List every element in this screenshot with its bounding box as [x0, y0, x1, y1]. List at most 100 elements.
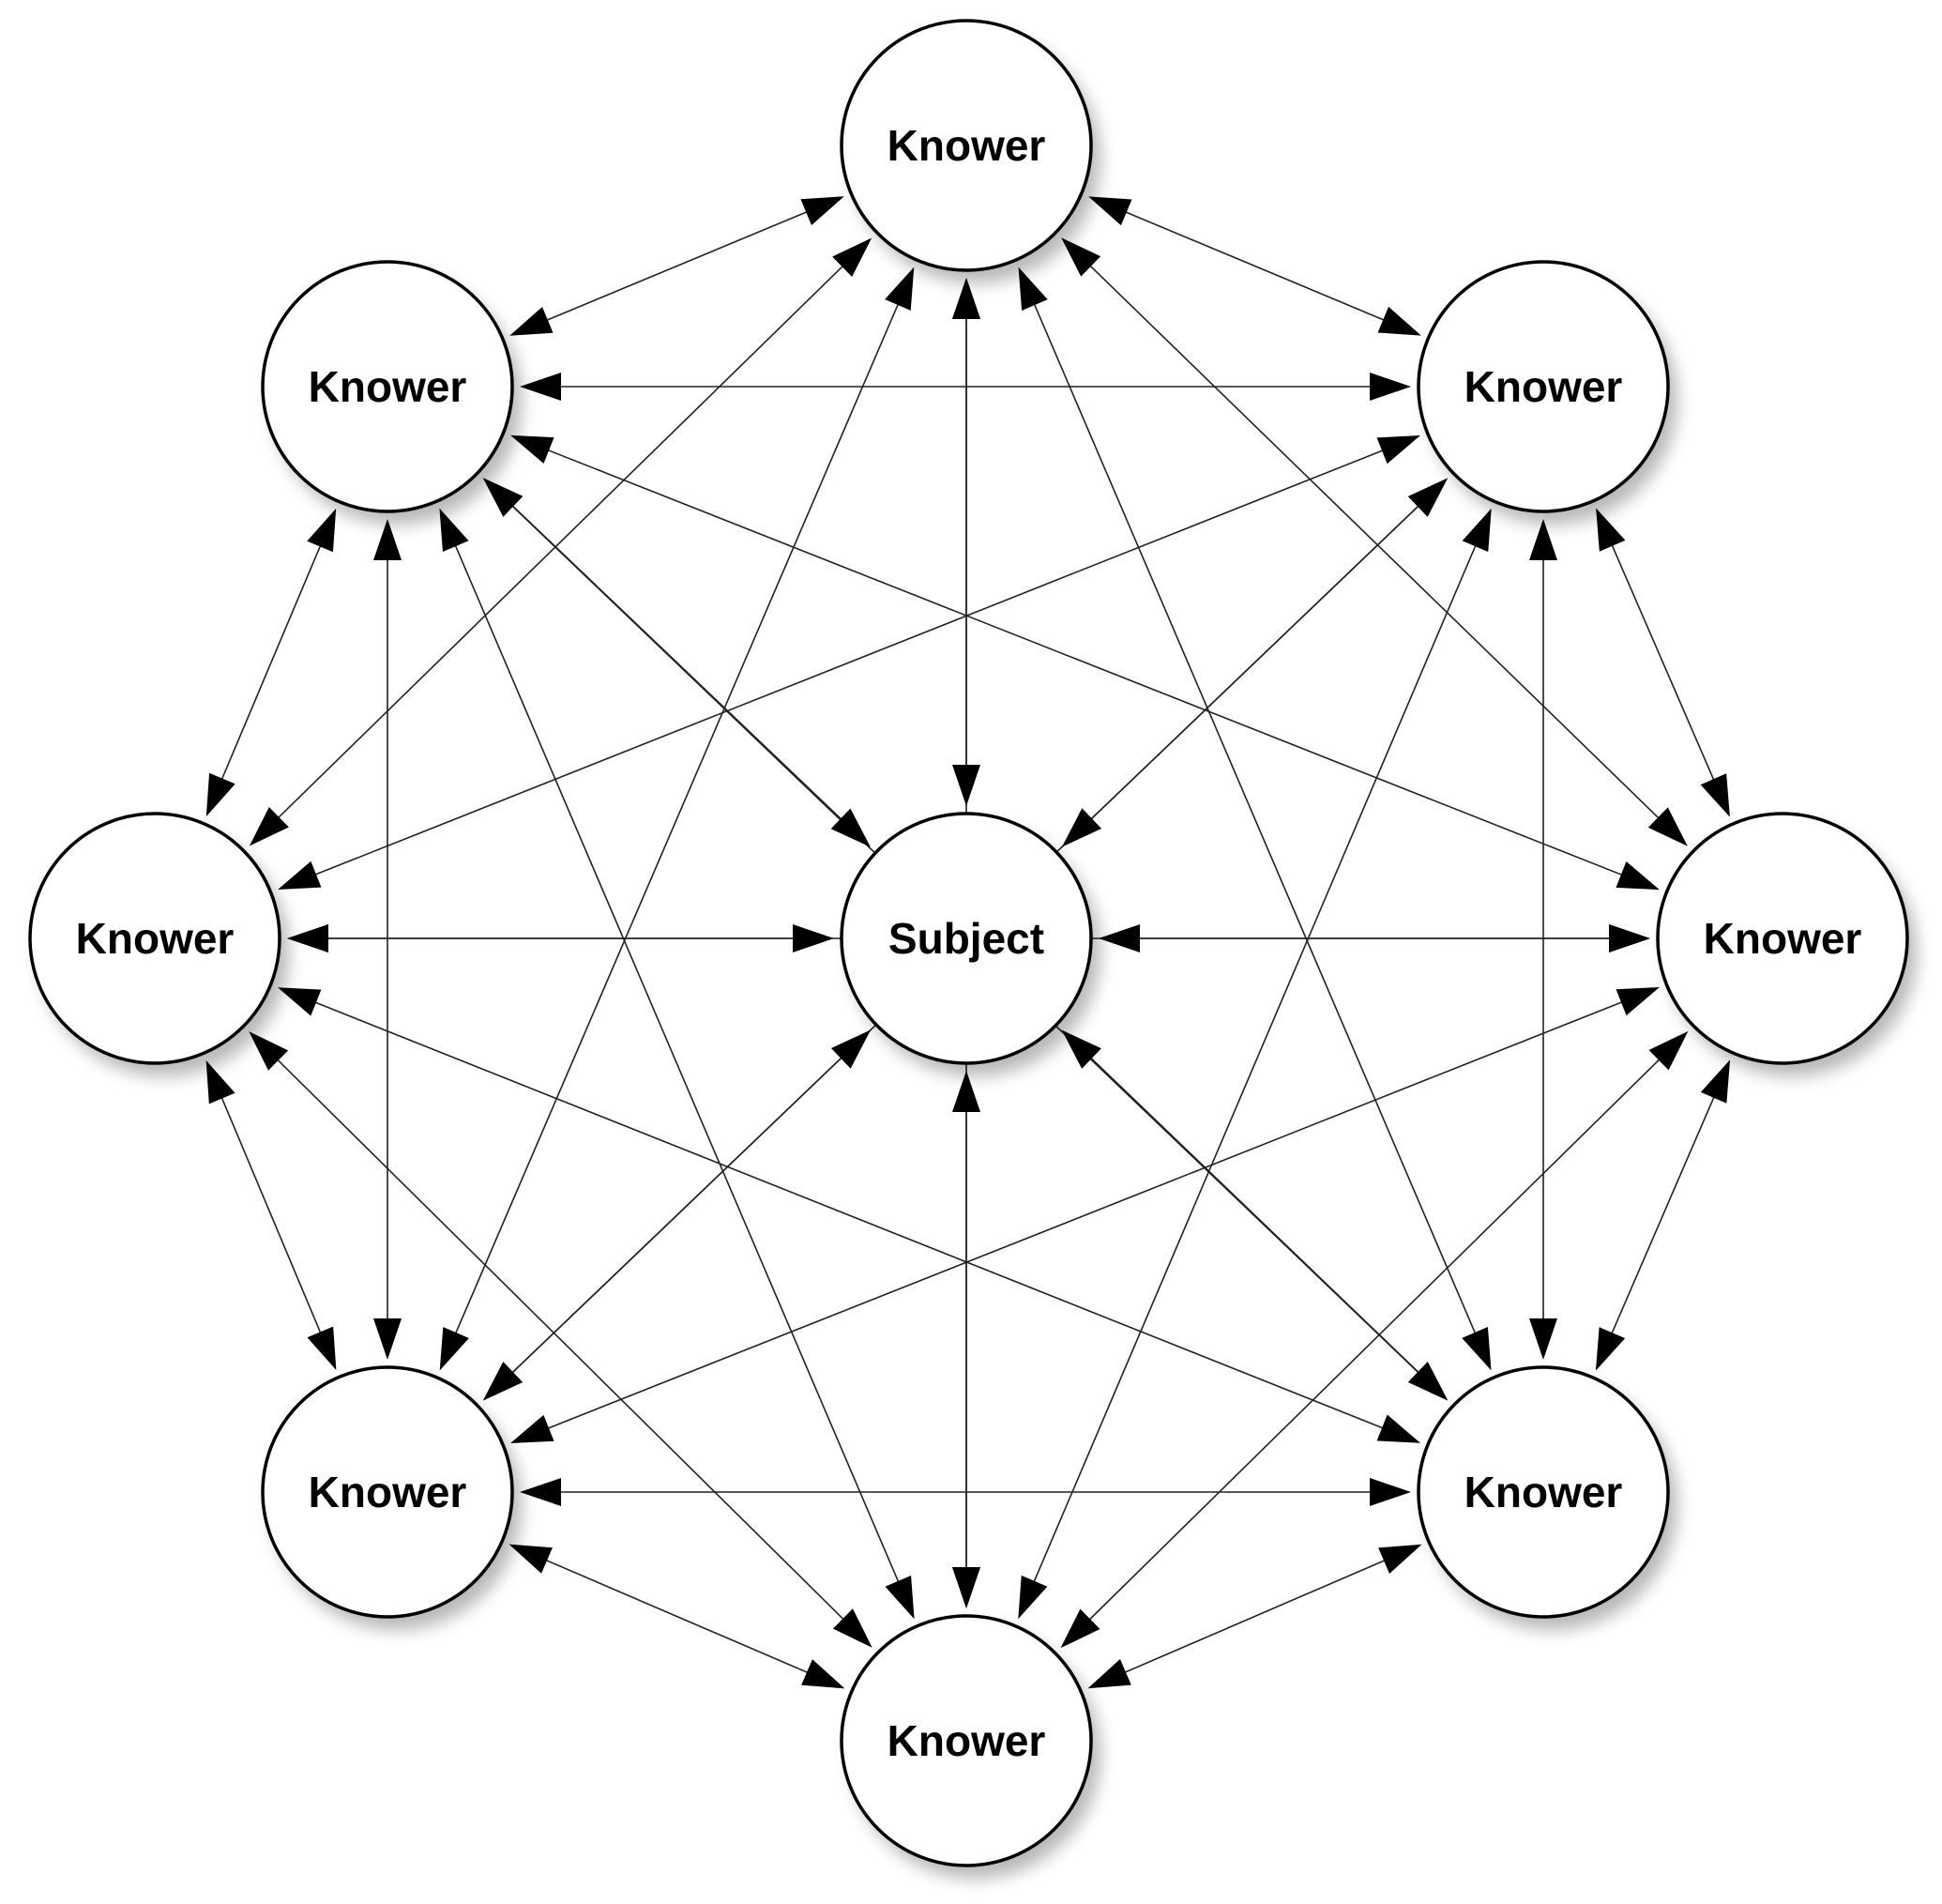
arrowhead-to-knower-bottom-left-from-knower-bottom-right [520, 1478, 561, 1506]
edge-knower-top-right-knower-left [311, 449, 1387, 876]
arrowhead-to-subject-from-knower-bottom-right [1061, 1029, 1101, 1069]
arrowhead-to-knower-top-from-knower-left [832, 237, 872, 278]
node-label: Knower [1704, 914, 1862, 963]
edge-knower-right-knower-bottom-left [544, 1000, 1626, 1430]
arrowhead-to-knower-top-left-from-knower-bottom [439, 508, 469, 552]
arrowheads-layer [205, 196, 1731, 1689]
knower-bottom-right-node: Knower [1417, 1365, 1677, 1630]
edge-knower-left-knower-top-left [220, 542, 323, 783]
edge-knower-bottom-right-knower-left [311, 1000, 1387, 1430]
arrowhead-to-knower-bottom-left-from-knower-bottom [508, 1544, 553, 1574]
arrowhead-to-knower-top-right-from-knower-right [1596, 508, 1626, 552]
edge-knower-bottom-knower-top-left [453, 542, 901, 1585]
knower-top-right-node: Knower [1417, 260, 1677, 525]
node-circle [1417, 1365, 1670, 1619]
node-label: Subject [888, 914, 1044, 963]
node-circle [28, 812, 281, 1065]
edge-knower-top-knower-top-right [1122, 210, 1388, 322]
arrowhead-to-knower-top-right-from-knower-top-left [1370, 373, 1411, 401]
arrowhead-to-knower-left-from-knower-top-right [278, 861, 322, 890]
arrowhead-to-knower-bottom-from-knower-top-right [1018, 1575, 1048, 1620]
node-label: Knower [76, 914, 235, 963]
node-circle [840, 19, 1093, 272]
edge-knower-bottom-knower-left [275, 1057, 846, 1622]
node-label: Knower [1464, 362, 1623, 411]
arrowhead-to-knower-bottom-right-from-knower-left [1376, 1414, 1421, 1443]
arrowhead-to-knower-top-right-from-knower-bottom-right [1529, 519, 1557, 560]
edge-knower-top-knower-top-left [543, 209, 811, 323]
knower-top-left-node: Knower [261, 260, 522, 525]
arrowhead-to-knower-bottom-left-from-knower-top-right [482, 1362, 523, 1401]
arrowhead-to-knower-top-left-from-knower-top-right [520, 373, 561, 401]
edge-knower-top-right-knower-right [1610, 541, 1716, 784]
arrowhead-to-knower-left-from-knower-bottom [249, 1031, 289, 1071]
arrowhead-to-subject-from-knower-top [952, 765, 980, 806]
arrowhead-to-knower-bottom-right-from-knower-right [1595, 1327, 1626, 1371]
node-circle [840, 1614, 1093, 1867]
edge-knower-bottom-left-knower-left [220, 1094, 323, 1336]
edge-knower-right-knower-top-left [545, 448, 1625, 877]
node-circle [1417, 260, 1670, 513]
arrowhead-to-subject-from-knower-top-left [830, 808, 871, 847]
arrowhead-to-knower-top-left-from-knower-top [509, 307, 554, 336]
edge-knower-right-knower-bottom-right [1610, 1093, 1716, 1337]
edge-knower-top-right-knower-bottom [1032, 542, 1478, 1585]
arrowhead-to-knower-left-from-knower-bottom-right [277, 987, 322, 1016]
arrowhead-to-knower-bottom-from-knower-right [1060, 1608, 1100, 1649]
arrowhead-to-knower-top-right-from-knower-bottom [1462, 508, 1492, 553]
arrowhead-to-knower-top-from-knower-bottom-left [885, 267, 915, 311]
arrowhead-to-knower-top-left-from-knower-right [510, 434, 554, 464]
node-label: Knower [888, 121, 1046, 170]
arrowhead-to-subject-from-knower-top-right [1061, 808, 1102, 847]
arrowhead-to-knower-left-from-knower-top-left [205, 772, 235, 817]
arrowhead-to-knower-right-from-knower-left [1609, 924, 1650, 952]
arrowhead-to-knower-top-left-from-knower-bottom-left [373, 519, 402, 560]
knower-top-node: Knower [840, 19, 1100, 283]
arrowhead-to-knower-bottom-left-from-knower-top [439, 1327, 469, 1371]
arrowhead-to-knower-top-right-from-knower-bottom-left [1407, 478, 1449, 517]
arrowhead-to-knower-right-from-knower-bottom-right [1700, 1059, 1731, 1104]
arrowhead-to-knower-top-left-from-knower-left [307, 508, 337, 553]
arrowhead-to-knower-bottom-from-knower-bottom-right [1087, 1659, 1131, 1689]
arrowhead-to-knower-top-from-knower-right [1061, 237, 1101, 277]
arrowhead-to-knower-bottom-from-knower-bottom-left [801, 1659, 845, 1689]
arrowhead-to-subject-from-knower-right [1099, 924, 1140, 952]
arrowhead-to-knower-right-from-knower-top [1647, 807, 1688, 846]
arrowhead-to-knower-right-from-knower-bottom [1648, 1030, 1689, 1071]
arrowhead-to-knower-left-from-knower-right [287, 924, 328, 952]
edge-knower-top-knower-bottom-left [453, 300, 901, 1337]
arrowhead-to-knower-right-from-knower-top-right [1700, 773, 1730, 817]
node-label: Knower [888, 1716, 1046, 1765]
edge-knower-bottom-right-knower-bottom [1121, 1558, 1388, 1675]
edge-knower-top-knower-right [1087, 263, 1661, 821]
knower-bottom-node: Knower [840, 1614, 1100, 1879]
knower-right-node: Knower [1656, 812, 1917, 1076]
arrowhead-to-knower-top-right-from-knower-left [1376, 435, 1420, 465]
arrowhead-to-knower-right-from-knower-top-left [1616, 861, 1660, 891]
knower-left-node: Knower [28, 812, 289, 1076]
node-label: Knower [309, 1468, 467, 1516]
arrowhead-to-knower-left-from-knower-bottom-left [205, 1059, 235, 1104]
arrowhead-to-subject-from-knower-bottom-left [830, 1029, 872, 1069]
arrowhead-to-knower-bottom-from-knower-top-left [885, 1576, 915, 1620]
arrowhead-to-knower-right-from-knower-bottom-left [1616, 987, 1660, 1016]
arrowhead-to-knower-bottom-right-from-knower-top-right [1529, 1318, 1557, 1360]
arrowhead-to-knower-top-left-from-knower-bottom-right [482, 478, 523, 517]
node-label: Knower [1464, 1468, 1623, 1516]
nodes-layer: SubjectKnowerKnowerKnowerKnowerKnowerKno… [28, 19, 1917, 1879]
arrowhead-to-knower-top-from-knower-top-left [800, 196, 844, 225]
edge-knower-top-knower-left [275, 263, 846, 821]
arrowhead-to-subject-from-knower-left [793, 924, 834, 952]
arrowhead-to-knower-bottom-right-from-knower-bottom-left [1370, 1478, 1411, 1506]
node-circle [261, 1365, 514, 1619]
arrowhead-to-knower-bottom-from-knower-left [832, 1608, 872, 1648]
arrowhead-to-knower-top-right-from-knower-top [1377, 306, 1421, 336]
arrowhead-to-knower-bottom-left-from-knower-left [307, 1326, 337, 1371]
node-circle [1656, 812, 1909, 1065]
arrowhead-to-knower-bottom-right-from-knower-bottom [1378, 1544, 1422, 1574]
knower-bottom-left-node: Knower [261, 1365, 522, 1630]
arrowhead-to-knower-top-from-knower-bottom-right [1018, 267, 1048, 311]
node-circle [261, 260, 514, 513]
node-label: Knower [309, 362, 467, 411]
